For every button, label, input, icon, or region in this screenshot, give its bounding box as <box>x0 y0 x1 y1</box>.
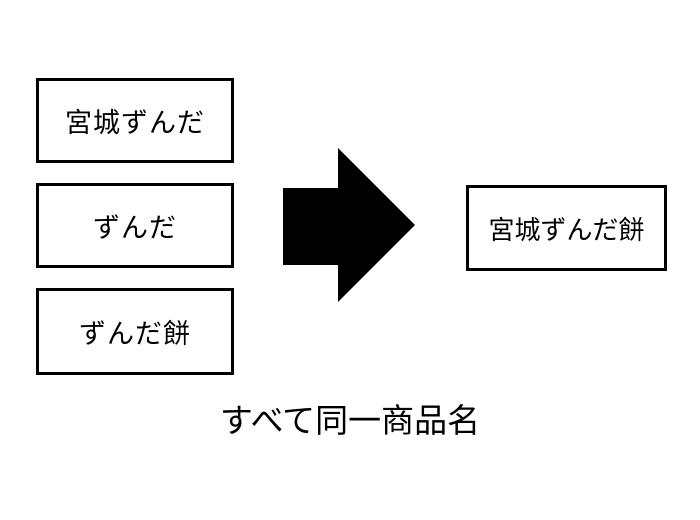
result-box: 宮城ずんだ餅 <box>466 185 667 271</box>
right-arrow-icon <box>283 148 416 302</box>
source-box-2-label: ずんだ <box>93 213 177 244</box>
source-box-2: ずんだ <box>36 183 234 268</box>
caption: すべて同一商品名 <box>219 401 481 440</box>
source-box-3-label: ずんだ餅 <box>79 319 191 350</box>
source-box-1: 宮城ずんだ <box>36 78 234 163</box>
source-box-3: ずんだ餅 <box>36 288 234 375</box>
source-box-1-label: 宮城ずんだ <box>65 108 205 139</box>
result-box-label: 宮城ずんだ餅 <box>488 215 645 246</box>
